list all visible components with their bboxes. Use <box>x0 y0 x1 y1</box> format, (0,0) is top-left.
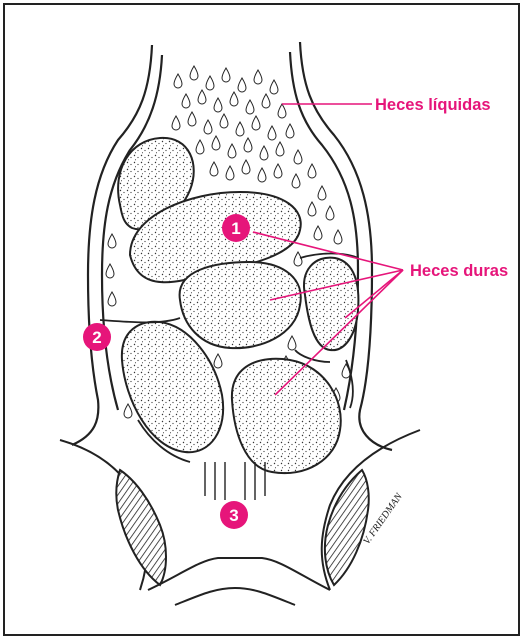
marker-2: 2 <box>83 323 111 351</box>
hard-stool-label: Heces duras <box>410 262 508 280</box>
marker-1-text: 1 <box>231 219 240 238</box>
liquid-stool-label: Heces líquidas <box>375 96 491 114</box>
marker-3-text: 3 <box>229 506 238 525</box>
marker-1: 1 <box>222 214 250 242</box>
marker-2-text: 2 <box>92 328 101 347</box>
marker-3: 3 <box>220 501 248 529</box>
